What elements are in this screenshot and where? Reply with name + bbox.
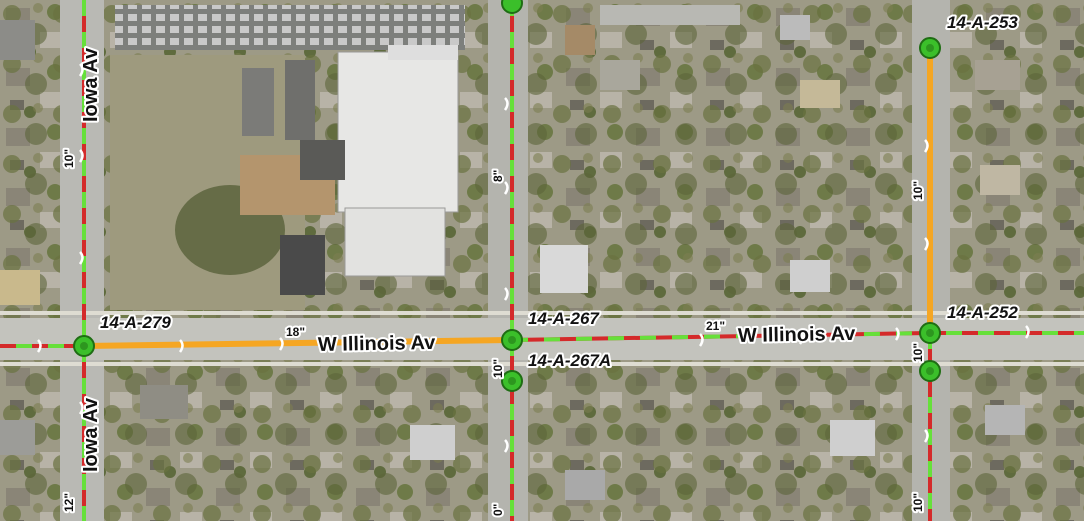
flow-direction-icon (698, 333, 704, 347)
street-label-iowa-south: Iowa Av (80, 397, 102, 472)
node-labels: 14-A-279 14-A-267 14-A-267A 14-A-253 14-… (98, 11, 1020, 372)
flow-direction-icon (78, 251, 84, 265)
node-label-267[interactable]: 14-A-267 (526, 307, 602, 330)
manhole-node-icon[interactable] (919, 322, 941, 344)
street-label-iowa-north: Iowa Av (80, 47, 102, 122)
flow-arrows (36, 63, 1030, 453)
pipe-illinois-21in-dash (511, 331, 931, 342)
flow-direction-icon (36, 339, 42, 353)
manholes (73, 0, 941, 392)
size-label-mid-s: 10" (491, 359, 505, 378)
flow-direction-icon (798, 331, 804, 345)
pipe-size-labels: 10" 12" 18" 21" 8" 10" 0" 10" 10" 10" (60, 147, 927, 518)
flow-direction-icon (78, 149, 84, 163)
manhole-node-icon[interactable] (501, 0, 523, 14)
flow-direction-icon (178, 339, 184, 353)
flow-direction-icon (503, 439, 509, 453)
flow-direction-icon (503, 287, 509, 301)
size-label-iowa-s: 12" (62, 493, 76, 512)
manhole-node-icon[interactable] (501, 370, 523, 392)
flow-direction-icon (78, 63, 84, 77)
flow-direction-icon (923, 139, 929, 153)
street-label-illinois-east: W Illinois Av (738, 323, 857, 347)
manhole-node-icon[interactable] (919, 37, 941, 59)
flow-direction-icon (78, 401, 84, 415)
size-label-east-bottom: 10" (911, 493, 925, 512)
flow-direction-icon (278, 337, 284, 351)
size-label-illinois-w: 18" (286, 325, 305, 339)
size-label-illinois-e: 21" (706, 319, 725, 333)
size-label-east-s: 10" (911, 343, 925, 362)
size-label-mid-n: 8" (491, 170, 505, 182)
manhole-node-icon[interactable] (501, 329, 523, 351)
node-label-279[interactable]: 14-A-279 (98, 311, 173, 334)
flow-direction-icon (923, 237, 929, 251)
flow-direction-icon (1024, 325, 1030, 339)
flow-direction-icon (894, 327, 900, 341)
manhole-node-icon[interactable] (919, 360, 941, 382)
manhole-node-icon[interactable] (73, 335, 95, 357)
size-label-east-n: 10" (911, 181, 925, 200)
size-label-mid-bottom: 0" (491, 504, 505, 516)
flow-direction-icon (503, 181, 509, 195)
street-labels: Iowa Av Iowa Av W Illinois Av W Illinois… (78, 45, 858, 474)
pipe-illinois-18in[interactable] (83, 337, 513, 349)
flow-direction-icon (503, 97, 509, 111)
size-label-iowa-n: 10" (62, 149, 76, 168)
node-label-252[interactable]: 14-A-252 (945, 301, 1020, 324)
street-label-illinois-west: W Illinois Av (318, 332, 437, 356)
node-label-253[interactable]: 14-A-253 (945, 11, 1020, 34)
node-label-267a[interactable]: 14-A-267A (526, 349, 613, 372)
flow-direction-icon (923, 429, 929, 443)
